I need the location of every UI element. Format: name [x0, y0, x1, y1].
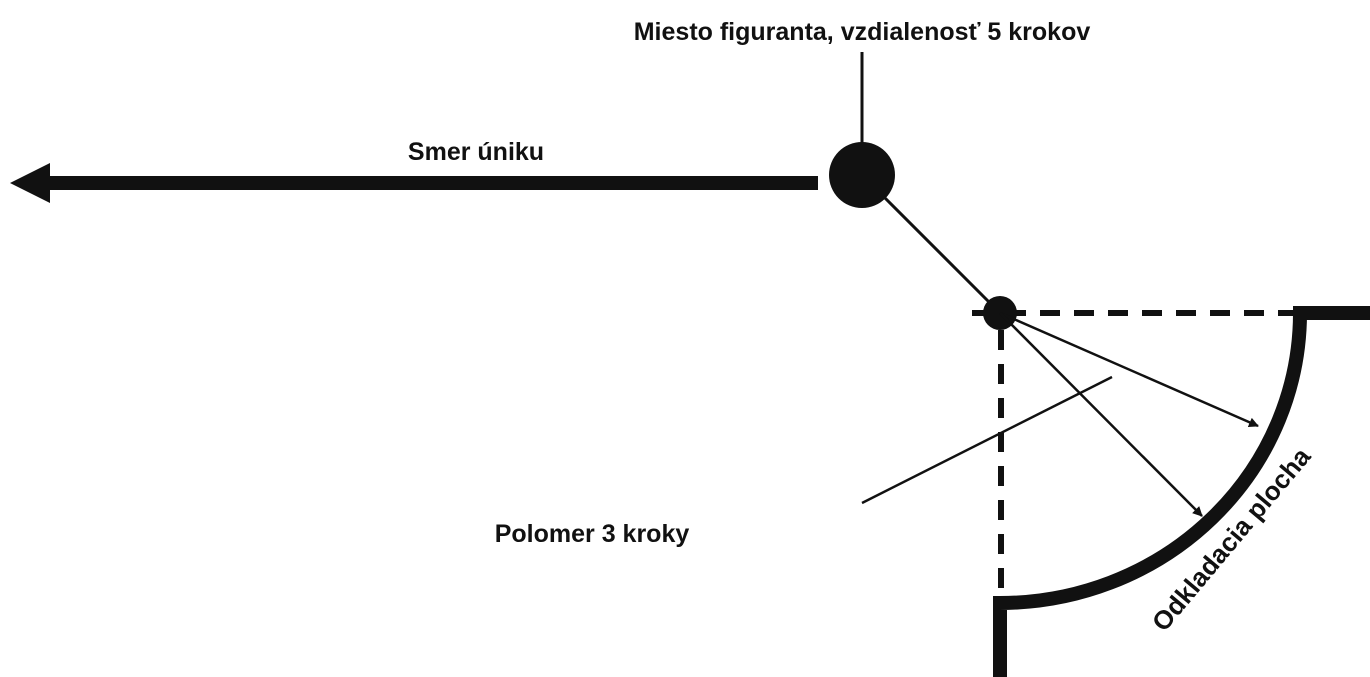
escape-arrow-head	[10, 163, 50, 203]
radius-arrow-1	[999, 311, 1259, 428]
drop-area-label: Odkladacia plocha	[1146, 441, 1317, 637]
radius-arrow-2	[999, 312, 1203, 517]
radius-label: Polomer 3 kroky	[495, 520, 690, 548]
connector-line	[881, 194, 1002, 315]
drop-area-boundary	[993, 306, 1370, 677]
decoy-position-label: Miesto figuranta, vzdialenosť 5 krokov	[634, 18, 1091, 46]
decoy-position-dot	[829, 142, 895, 208]
radius-label-pointer	[861, 375, 1113, 505]
escape-direction-label: Smer úniku	[408, 138, 544, 166]
